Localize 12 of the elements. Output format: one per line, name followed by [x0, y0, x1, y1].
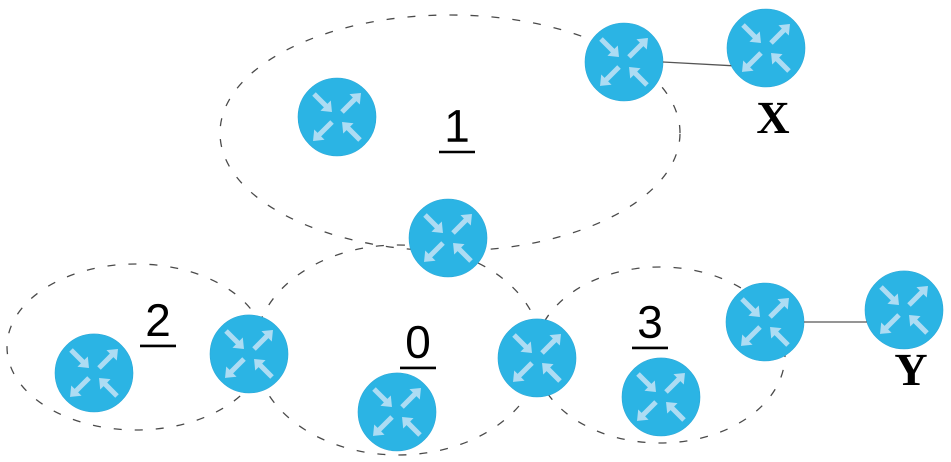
router-icon: [408, 198, 488, 278]
router-label: Y: [895, 354, 927, 386]
router-icon: [622, 358, 700, 436]
link-line: [804, 321, 867, 323]
router-icon: [210, 314, 288, 394]
router-label: X: [757, 102, 790, 134]
router-icon: [498, 318, 576, 398]
router-icon: [298, 78, 376, 156]
router-icon: [726, 282, 804, 362]
link-line: [662, 61, 732, 66]
router-icon: [54, 334, 134, 412]
router-icon: [358, 372, 436, 452]
